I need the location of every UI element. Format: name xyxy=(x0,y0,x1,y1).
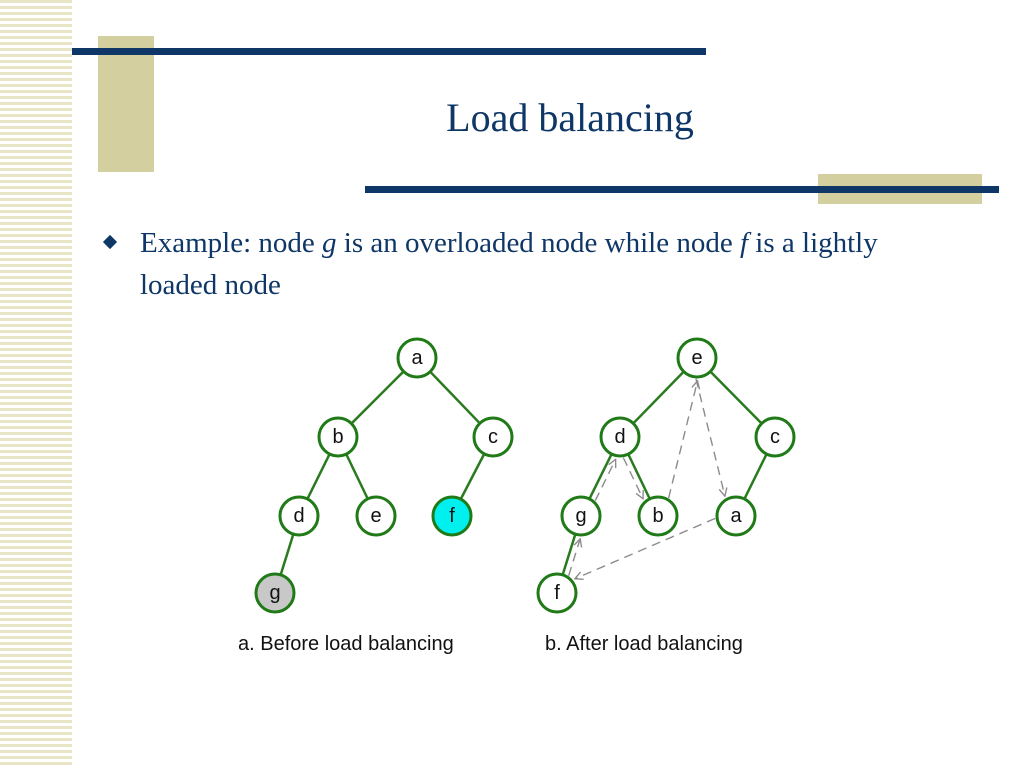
tree-edge-b-d xyxy=(306,453,331,500)
migration-arrow-d-b xyxy=(622,457,643,499)
tree-edge-b-e xyxy=(345,453,369,500)
tree-edge-d-b xyxy=(627,453,651,500)
tree-node-c: c xyxy=(754,416,796,458)
migration-arrow-f-g xyxy=(568,539,581,576)
node-label: a xyxy=(730,505,742,527)
title-accent-block-left xyxy=(98,36,154,172)
title-rule-top xyxy=(72,48,706,55)
tree-edge-c-f xyxy=(459,453,486,500)
node-circle xyxy=(754,416,796,458)
tree-node-f: f xyxy=(431,495,473,537)
tree-edge-a-b xyxy=(350,370,405,425)
tree-edge-d-g xyxy=(279,533,295,576)
node-label: e xyxy=(691,347,702,369)
tree-node-b: b xyxy=(317,416,359,458)
tree-node-g: g xyxy=(560,495,602,537)
node-circle xyxy=(254,572,296,614)
node-circle xyxy=(472,416,514,458)
tree-edge-c-a xyxy=(743,453,768,500)
tree-edge-e-c xyxy=(709,370,763,425)
tree-after: e d c g b a f xyxy=(536,337,796,614)
node-circle xyxy=(355,495,397,537)
node-label: d xyxy=(614,426,625,448)
tree-node-a: a xyxy=(715,495,757,537)
node-label: g xyxy=(575,505,586,527)
tree-node-c: c xyxy=(472,416,514,458)
overloaded-node-name: g xyxy=(322,227,337,259)
node-label: f xyxy=(449,505,455,527)
caption-before: a. Before load balancing xyxy=(238,633,454,655)
node-label: c xyxy=(488,426,498,448)
tree-edge-d-g xyxy=(588,453,613,500)
node-circle xyxy=(278,495,320,537)
node-label: b xyxy=(652,505,663,527)
bullet-text: Example: node g is an overloaded node wh… xyxy=(140,222,960,306)
tree-node-d: d xyxy=(278,495,320,537)
node-label: d xyxy=(293,505,304,527)
migration-arrow-a-f xyxy=(575,517,716,578)
tree-node-f: f xyxy=(536,572,578,614)
tree-before: a b c d e f g xyxy=(254,337,514,614)
node-label: b xyxy=(332,426,343,448)
migration-arrow-e-a xyxy=(695,378,725,496)
bullet-suffix: is a lightly loaded node xyxy=(140,227,878,301)
migration-arrow-b-e xyxy=(667,381,698,499)
tree-node-e: e xyxy=(355,495,397,537)
node-label: a xyxy=(411,347,423,369)
bullet-item: Example: node g is an overloaded node wh… xyxy=(100,222,960,306)
node-circle xyxy=(317,416,359,458)
node-circle xyxy=(536,572,578,614)
migration-arrow-g-d xyxy=(594,459,615,502)
tree-edge-a-c xyxy=(429,370,481,425)
title-rule-bottom xyxy=(365,186,999,193)
tree-node-d: d xyxy=(599,416,641,458)
tree-node-e: e xyxy=(676,337,718,379)
node-circle xyxy=(637,495,679,537)
bullet-middle: is an overloaded node while node xyxy=(336,227,740,259)
node-circle xyxy=(715,495,757,537)
node-label: c xyxy=(770,426,780,448)
tree-edge-e-d xyxy=(632,370,685,425)
tree-edge-g-f xyxy=(561,533,577,576)
node-circle xyxy=(676,337,718,379)
node-circle xyxy=(396,337,438,379)
tree-node-a: a xyxy=(396,337,438,379)
node-label: g xyxy=(269,582,280,604)
node-circle xyxy=(560,495,602,537)
caption-after: b. After load balancing xyxy=(545,633,743,655)
node-circle xyxy=(599,416,641,458)
node-circle xyxy=(431,495,473,537)
slide-title: Load balancing xyxy=(446,95,694,140)
tree-node-b: b xyxy=(637,495,679,537)
light-node-name: f xyxy=(739,227,749,259)
bullet-prefix: Example: node xyxy=(140,227,323,259)
side-stripe-decoration xyxy=(0,0,72,768)
node-label: e xyxy=(370,505,381,527)
tree-node-g: g xyxy=(254,572,296,614)
node-label: f xyxy=(554,582,560,604)
